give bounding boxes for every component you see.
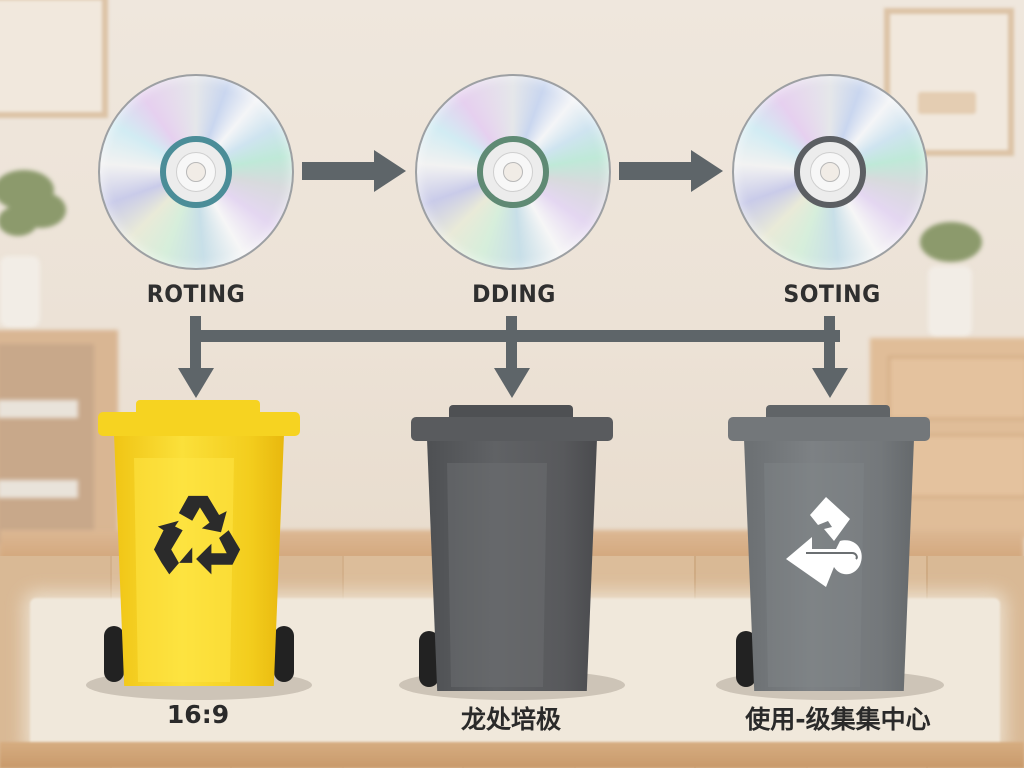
connector-stem <box>190 316 201 372</box>
disc-icon <box>98 74 294 270</box>
right-arrow-icon <box>619 150 723 192</box>
plant-left <box>0 170 74 340</box>
grey-bin <box>716 405 944 700</box>
bookshelf-left <box>0 330 118 560</box>
step-label: SOTING <box>783 280 881 308</box>
abstract-arrows-icon <box>786 497 862 587</box>
down-arrow-icon <box>178 368 214 398</box>
plant-right <box>918 222 988 342</box>
wheel-icon <box>419 631 439 687</box>
wheel-icon <box>274 626 294 682</box>
bin-label: 使用-级集集中心 <box>745 705 931 734</box>
connector-stem <box>506 316 517 372</box>
wall-picture-frame-left <box>0 0 108 118</box>
connector-stem <box>824 316 835 372</box>
step-label: DDING <box>472 280 556 308</box>
disc-icon <box>415 74 611 270</box>
dark-grey-bin <box>399 405 625 700</box>
bin-label: 龙处培极 <box>460 705 561 734</box>
right-arrow-icon <box>302 150 406 192</box>
floor-edge <box>0 742 1024 768</box>
step-label: ROTING <box>146 280 246 308</box>
wheel-icon <box>736 631 756 687</box>
disc-icon <box>732 74 928 270</box>
down-arrow-icon <box>494 368 530 398</box>
recycle-icon <box>153 495 241 575</box>
bin-label: 16:9 <box>166 700 230 729</box>
yellow-recycling-bin <box>86 400 312 700</box>
down-arrow-icon <box>812 368 848 398</box>
wheel-icon <box>104 626 124 682</box>
